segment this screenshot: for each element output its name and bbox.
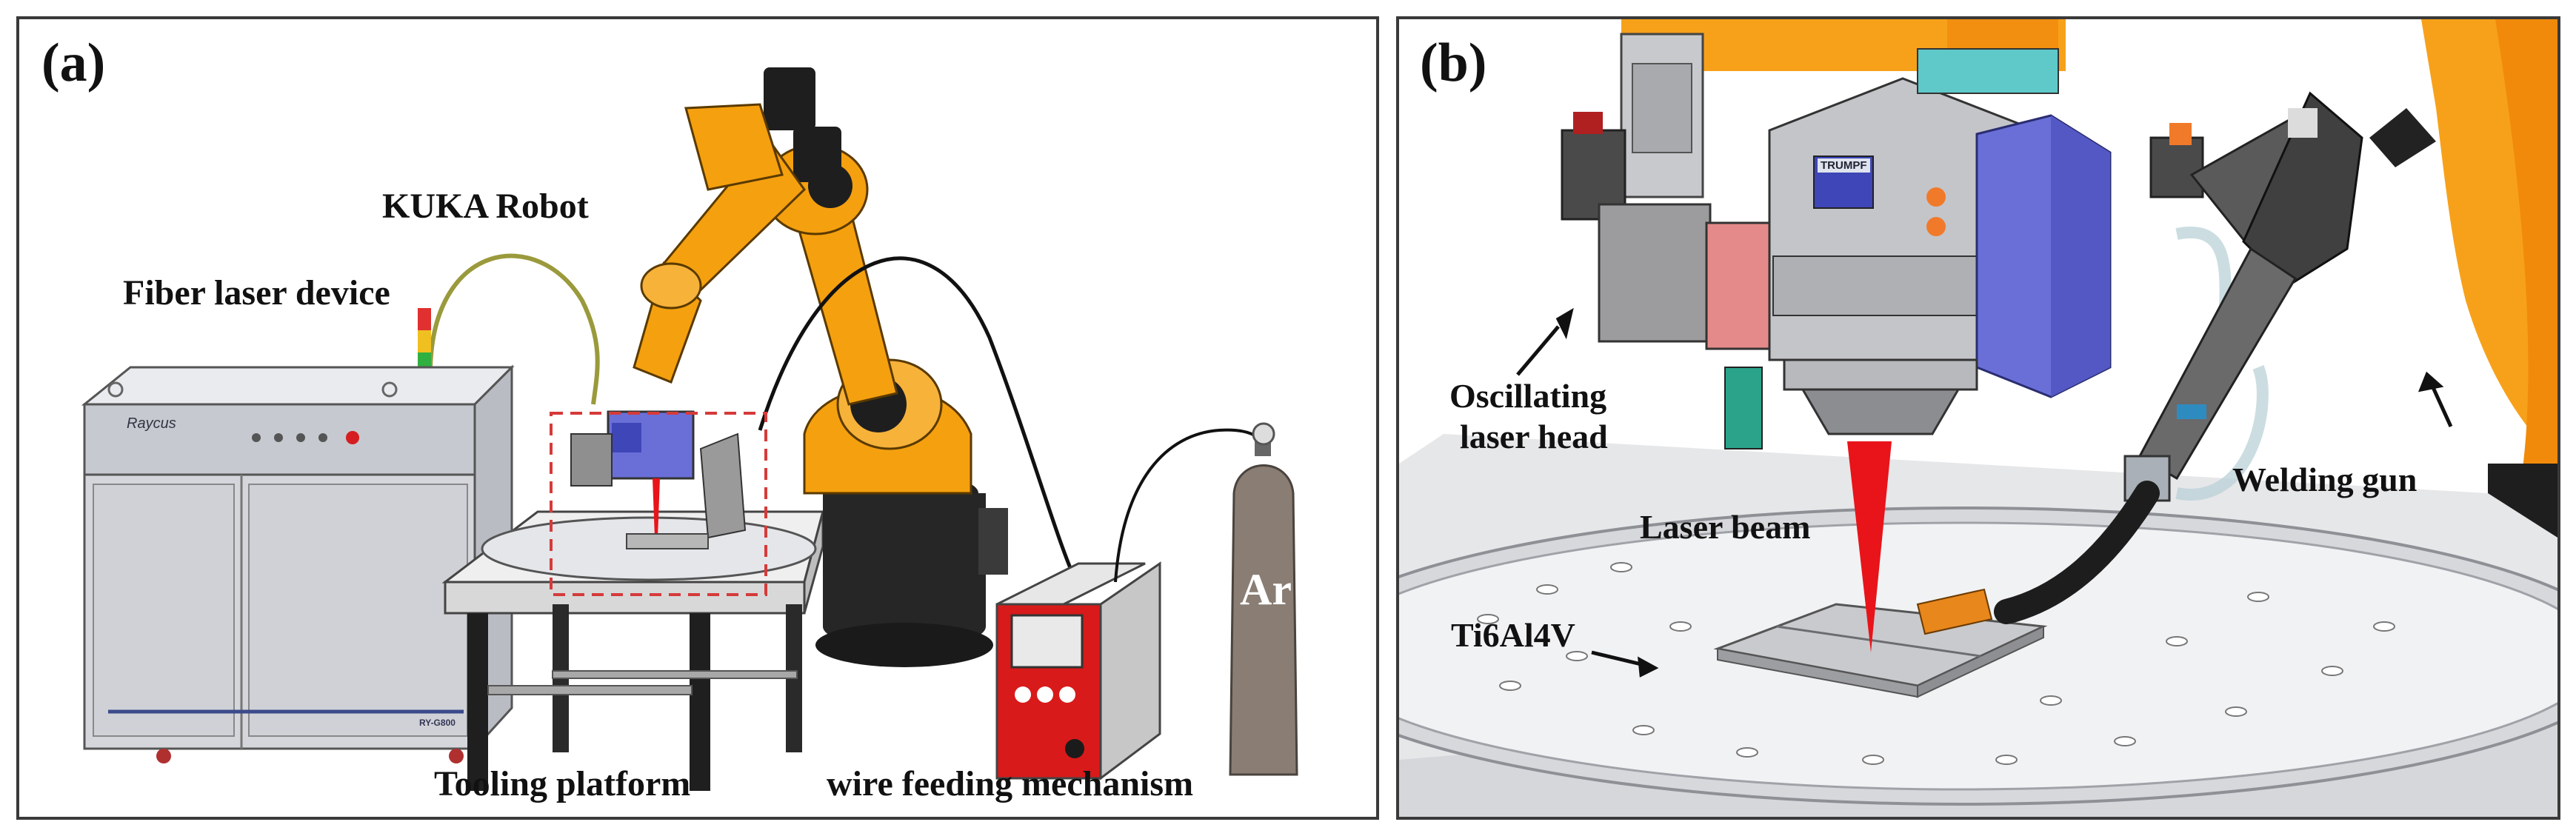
fiber-laser-label: Fiber laser device: [123, 273, 390, 312]
arrow-oscillating-head: [1555, 307, 1574, 340]
tooling-platform-label: Tooling platform: [434, 764, 691, 803]
oscillating-laser-head: [1561, 33, 2112, 449]
system-illustration: [81, 67, 1298, 791]
cabinet-model: RY-G800: [419, 718, 456, 728]
kuka-robot: [633, 67, 1008, 667]
fiber-laser-cabinet: [81, 364, 515, 763]
argon-label: Ar: [1240, 565, 1292, 614]
closeup-illustration: [1399, 19, 2557, 817]
panel-a-system-overview: (a) KUKA Robot Fiber laser device Toolin…: [16, 16, 1379, 820]
arrow-ti6al4v: [1638, 656, 1659, 678]
panel-b-label: (b): [1420, 33, 1487, 93]
laser-head-mini: [570, 410, 747, 549]
arrow-welding-gun: [2417, 371, 2444, 392]
argon-cylinder: [1229, 422, 1298, 776]
kuka-robot-label: KUKA Robot: [382, 187, 589, 226]
highlight-box: [550, 412, 767, 596]
oscillating-head-label-line2: laser head: [1460, 418, 1608, 455]
callout-arrows: [1516, 307, 2453, 678]
welding-gun-label: Welding gun: [2232, 461, 2417, 498]
wire-feeding-unit: [995, 561, 1161, 780]
ti6al4v-label: Ti6Al4V: [1451, 616, 1575, 654]
oscillating-head-label-line1: Oscillating: [1449, 377, 1607, 415]
laser-beam: [1847, 441, 1892, 652]
panel-a-label: (a): [41, 33, 106, 93]
head-brand: TRUMPF: [1818, 158, 1870, 173]
cabinet-brand: Raycus: [127, 415, 176, 432]
wire-feeding-label: wire feeding mechanism: [827, 764, 1194, 803]
laser-beam-label: Laser beam: [1640, 508, 1811, 546]
welding-gun: [1916, 91, 2436, 635]
fiber-cable: [428, 253, 600, 405]
wire-feed-cable: [758, 256, 1077, 580]
panel-b-welding-head-detail: (b) Oscillating laser head Welding gun L…: [1396, 16, 2560, 820]
